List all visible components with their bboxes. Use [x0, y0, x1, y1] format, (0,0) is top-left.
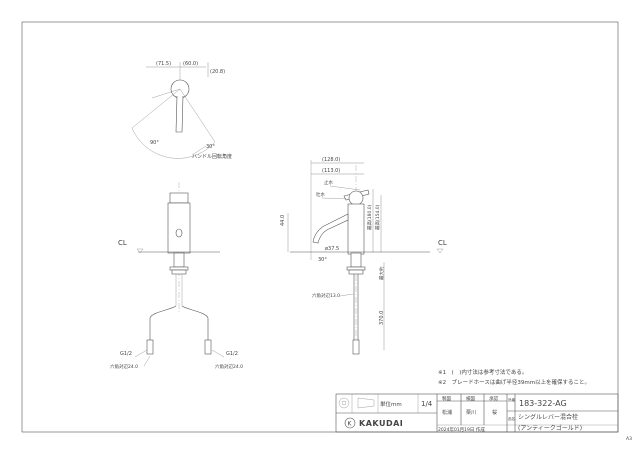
- faucet-body-side: [347, 203, 365, 255]
- label-part-no: 品番: [508, 397, 516, 402]
- spout-side: [312, 213, 349, 244]
- hose-side: [353, 274, 359, 340]
- faucet-body-front: [167, 202, 191, 254]
- side-dim-mount: 六角対辺13.0: [312, 292, 340, 299]
- name-drawn: 松浦: [442, 409, 452, 416]
- name-checked: 栗川: [466, 410, 476, 416]
- product-variant: (アンティークゴールド): [518, 424, 582, 432]
- side-dim-spout: 44.0: [280, 215, 286, 226]
- cl-label-side: CL: [438, 239, 447, 247]
- hose-right: [181, 305, 209, 340]
- side-dim-body: ø37.5: [325, 246, 339, 252]
- drawing-border: [21, 21, 619, 433]
- hose-left: [149, 305, 177, 340]
- side-dim-top-outer: (128.0): [322, 157, 340, 163]
- product-name: シングルレバー混合栓: [518, 413, 578, 421]
- top-dim-height: (20.8): [210, 69, 225, 75]
- thread-left: G1/2: [120, 351, 132, 357]
- spout-outlet: [175, 228, 183, 238]
- brand-name: KAKUDAI: [359, 419, 403, 428]
- issue-date: 2024年01月19日 作成: [438, 426, 485, 433]
- part-number: 183-322-AG: [519, 399, 567, 408]
- handle-lever: [175, 95, 184, 133]
- col-checked: 検図: [466, 395, 475, 402]
- side-dim-height-1: 最高(180.0): [366, 204, 373, 230]
- nut-left: 六角対辺24.0: [110, 363, 138, 370]
- top-dim-left: (71.5): [156, 61, 171, 67]
- svg-text:K: K: [348, 421, 353, 428]
- rotation-arc: [131, 127, 216, 159]
- cl-label-front: CL: [118, 239, 127, 247]
- lever-hub: [348, 190, 364, 206]
- side-dim-hose: 370.0: [379, 311, 385, 325]
- projection-symbol-icon: [338, 397, 350, 409]
- nut-right: 六角対辺24.0: [215, 363, 243, 370]
- label-product-name: 品名: [508, 416, 515, 421]
- top-view: (71.5) (60.0) (20.8) 90° 30° ハンドル回転角度: [131, 61, 232, 160]
- sheet-size: A3: [626, 436, 632, 442]
- side-view: (128.0) (113.0) 止水 吐水 44.0 ø37.5 30° 最高(…: [280, 157, 447, 355]
- col-approved: 承認: [489, 395, 498, 402]
- label-close: 止水: [324, 179, 333, 186]
- front-view: CL G1/2 G1/2 六角対辺24.0 六角対辺24.0: [110, 182, 243, 370]
- top-dim-right: (60.0): [183, 61, 198, 67]
- side-dim-hose-label: 最大約: [378, 266, 385, 280]
- col-drawn: 製図: [442, 395, 451, 402]
- name-approved: 桜: [492, 409, 497, 416]
- note-1: ※1 ( )内寸法は参考寸法である。: [438, 368, 527, 376]
- side-dim-height-2: 最高(154.0): [374, 204, 381, 230]
- side-dim-top-inner: (113.0): [322, 168, 340, 174]
- angle-right-label: 30°: [206, 144, 215, 150]
- label-open: 吐水: [316, 191, 325, 198]
- unit-label: 単位mm: [380, 400, 402, 408]
- note-2: ※2 ブレードホースは曲げ半径39mm以上を確保すること。: [438, 378, 590, 386]
- scale-value: 1/4: [421, 400, 433, 408]
- angle-left-label: 90°: [150, 140, 159, 146]
- rotation-caption: ハンドル回転角度: [192, 153, 232, 160]
- title-block: 単位mm 1/4 製図 検図 承認 松浦 栗川 桜 品番 品名 183-322-…: [335, 393, 619, 433]
- thread-right: G1/2: [226, 351, 238, 357]
- kakudai-logo-icon: [344, 417, 356, 429]
- side-dim-angle: 30°: [318, 257, 327, 263]
